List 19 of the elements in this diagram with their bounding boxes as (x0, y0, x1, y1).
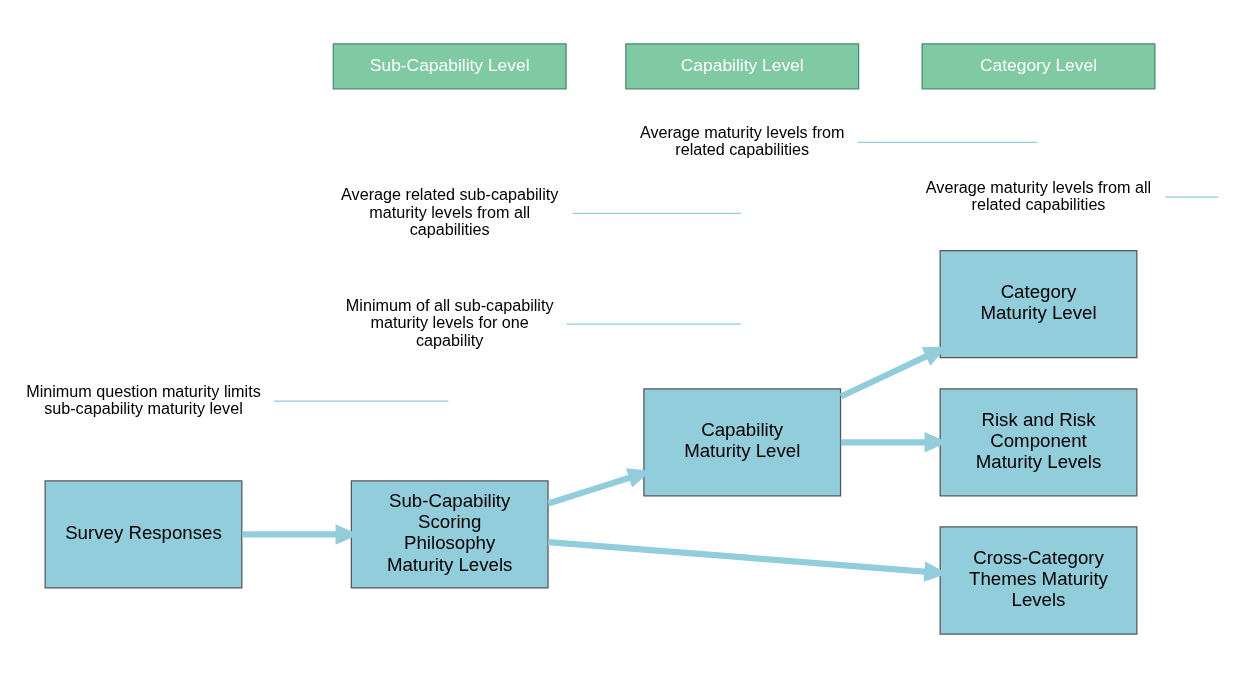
node-box: Cross-Category Themes Maturity Levels (939, 525, 1138, 635)
node-box: Survey Responses (44, 479, 243, 589)
node-text: Minimum question maturity limits sub-capability maturity level (26, 381, 261, 417)
node-box: Risk and Risk Component Maturity Levels (939, 387, 1138, 496)
node-text: Minimum of all sub-capability maturity levels for one capability (345, 295, 554, 349)
node-box: Capability Level (625, 42, 860, 89)
node-box: Category Level (921, 42, 1156, 89)
connector (273, 400, 449, 402)
node-text: Average maturity levels from related capabilities (639, 122, 845, 158)
connector (1164, 195, 1219, 198)
node-box: Sub-Capability Level (332, 42, 567, 89)
connector (572, 212, 742, 214)
node-text: Average maturity levels from all related capabilities (925, 177, 1152, 213)
node-box: Capability Maturity Level (643, 387, 842, 496)
connector (856, 141, 1038, 143)
node-text: Average related sub-capability maturity levels from all capabilities (341, 184, 559, 238)
connector (566, 322, 742, 325)
node-box: Sub-Capability Scoring Philosophy Maturity Levels (350, 479, 549, 589)
node-box: Category Maturity Level (939, 249, 1138, 358)
